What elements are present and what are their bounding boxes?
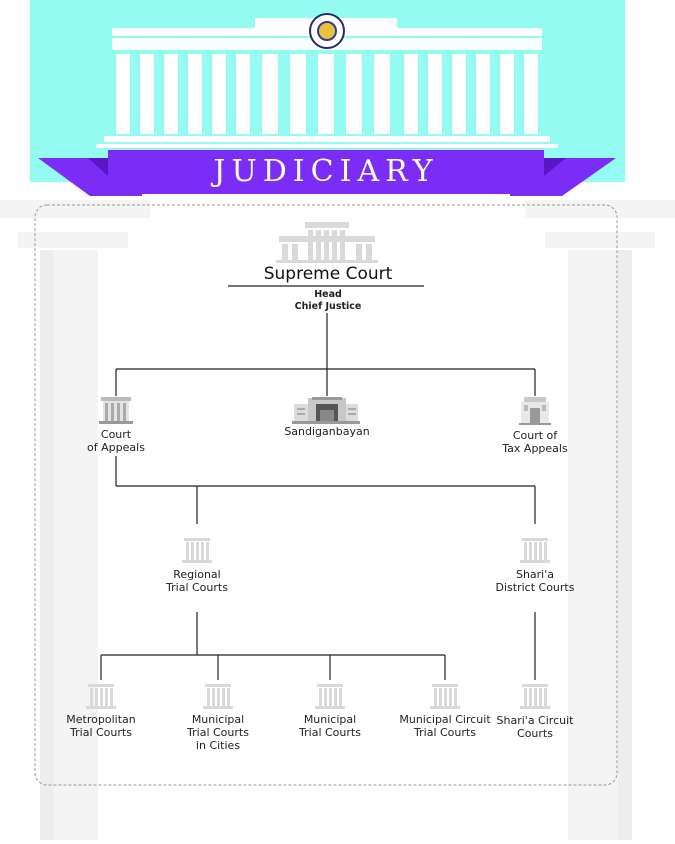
supreme-court-head: Head Chief Justice (268, 289, 388, 313)
municipal-trial-courts-label: Municipal Trial Courts (299, 713, 361, 739)
sandiganbayan-label: Sandiganbayan (284, 425, 370, 438)
seal-icon (309, 13, 345, 49)
ribbon-banner (38, 150, 616, 196)
connector-lines (100, 285, 536, 680)
courthouse-small-icon (182, 538, 212, 563)
sharia-circuit-courts-label: Shari'a Circuit Courts (496, 714, 574, 740)
courthouse-small-icon (520, 538, 550, 563)
court-of-tax-appeals-label: Court of Tax Appeals (502, 429, 568, 455)
courthouse-small-icon (315, 684, 345, 709)
metropolitan-trial-courts-label: Metropolitan Trial Courts (66, 713, 136, 739)
chart-container (34, 204, 618, 786)
courthouse-small-icon (203, 684, 233, 709)
columns (116, 54, 538, 134)
supreme-court-title: Supreme Court (263, 264, 393, 284)
court-of-appeals-label: Court of Appeals (87, 428, 145, 454)
background-pillars (0, 200, 675, 840)
regional-trial-courts-label: Regional Trial Courts (166, 568, 228, 594)
courthouse-large-icon (276, 222, 378, 263)
courthouse-icon (99, 397, 133, 424)
head-label: Head (314, 289, 342, 300)
head-value: Chief Justice (294, 301, 362, 312)
banner-title: JUDICIARY (213, 154, 439, 189)
sharia-district-courts-label: Shari'a District Courts (495, 568, 575, 594)
municipal-trial-courts-cities-label: Municipal Trial Courts in Cities (187, 713, 249, 752)
tower-building-icon (519, 397, 551, 425)
court-building-icon (96, 18, 558, 148)
municipal-circuit-trial-courts-label: Municipal Circuit Trial Courts (399, 713, 491, 739)
courthouse-small-icon (520, 684, 550, 709)
courthouse-small-icon (86, 684, 116, 709)
courthouse-small-icon (430, 684, 460, 709)
government-building-icon (292, 397, 360, 424)
